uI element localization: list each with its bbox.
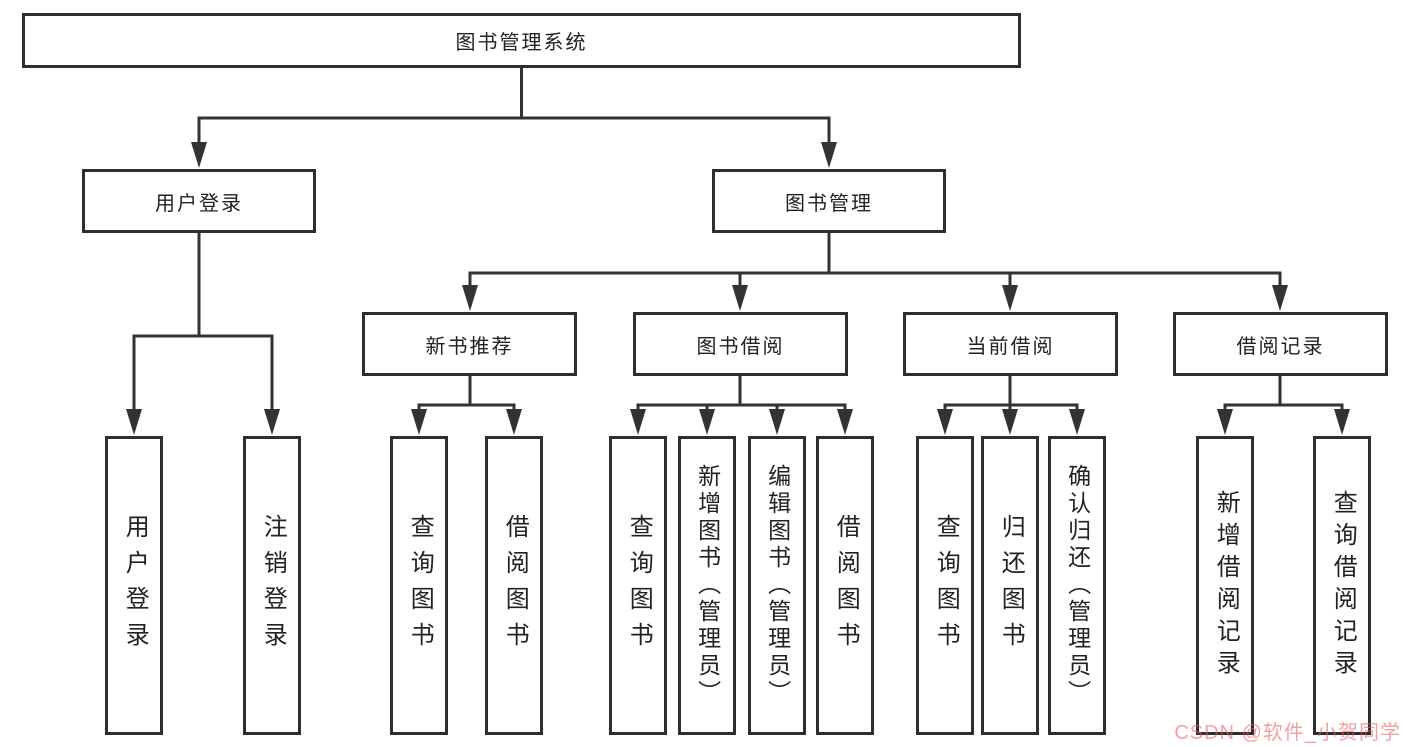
node-borrow-records: 借阅记录: [1173, 312, 1388, 376]
leaf-add-book-admin-label: 新增图书（管理员）: [694, 464, 721, 707]
node-book-management: 图书管理: [712, 169, 946, 233]
leaf-user-login: 用户登录: [105, 436, 163, 735]
leaf-add-book-admin: 新增图书（管理员）: [678, 436, 736, 735]
arrowheads: [126, 142, 1350, 435]
node-book-management-label: 图书管理: [785, 192, 873, 215]
leaf-borrow-books-recommend: 借阅图书: [485, 436, 543, 735]
leaf-query-borrow-record-label: 查询借阅记录: [1329, 489, 1357, 682]
leaf-edit-book-admin-label: 编辑图书（管理员）: [764, 464, 791, 707]
leaf-borrow-books-recommend-label: 借阅图书: [501, 513, 529, 658]
node-library-system: 图书管理系统: [22, 13, 1021, 68]
leaf-logout: 注销登录: [243, 436, 301, 735]
node-new-book-recommend-label: 新书推荐: [425, 335, 514, 358]
leaf-return-books-label: 归还图书: [997, 513, 1025, 658]
node-user-login: 用户登录: [82, 169, 316, 233]
node-current-borrowing-label: 当前借阅: [966, 335, 1055, 358]
node-book-borrowing-label: 图书借阅: [696, 335, 785, 358]
watermark: CSDN @软件_小贺同学: [1174, 722, 1401, 744]
node-library-system-label: 图书管理系统: [455, 32, 588, 54]
leaf-query-books-current-label: 查询图书: [932, 513, 960, 658]
node-user-login-label: 用户登录: [155, 192, 243, 215]
leaf-confirm-return-admin: 确认归还（管理员）: [1048, 436, 1106, 735]
leaf-query-books-current: 查询图书: [916, 436, 974, 735]
leaf-logout-label: 注销登录: [259, 513, 287, 658]
leaf-confirm-return-admin-label: 确认归还（管理员）: [1064, 464, 1091, 707]
leaf-borrow-books-borrowing: 借阅图书: [816, 436, 874, 735]
leaf-add-borrow-record-label: 新增借阅记录: [1212, 489, 1240, 682]
leaf-query-books-recommend: 查询图书: [390, 436, 448, 735]
leaf-query-books-borrowing-label: 查询图书: [625, 513, 653, 658]
leaf-add-borrow-record: 新增借阅记录: [1196, 436, 1254, 735]
leaf-return-books: 归还图书: [981, 436, 1039, 735]
node-borrow-records-label: 借阅记录: [1236, 335, 1325, 358]
leaf-query-books-borrowing: 查询图书: [609, 436, 667, 735]
node-current-borrowing: 当前借阅: [903, 312, 1118, 376]
node-new-book-recommend: 新书推荐: [362, 312, 577, 376]
leaf-borrow-books-borrowing-label: 借阅图书: [832, 513, 860, 658]
leaf-edit-book-admin: 编辑图书（管理员）: [748, 436, 806, 735]
leaf-query-books-recommend-label: 查询图书: [406, 513, 434, 658]
node-book-borrowing: 图书借阅: [633, 312, 848, 376]
leaf-query-borrow-record: 查询借阅记录: [1313, 436, 1371, 735]
leaf-user-login-label: 用户登录: [121, 513, 149, 658]
